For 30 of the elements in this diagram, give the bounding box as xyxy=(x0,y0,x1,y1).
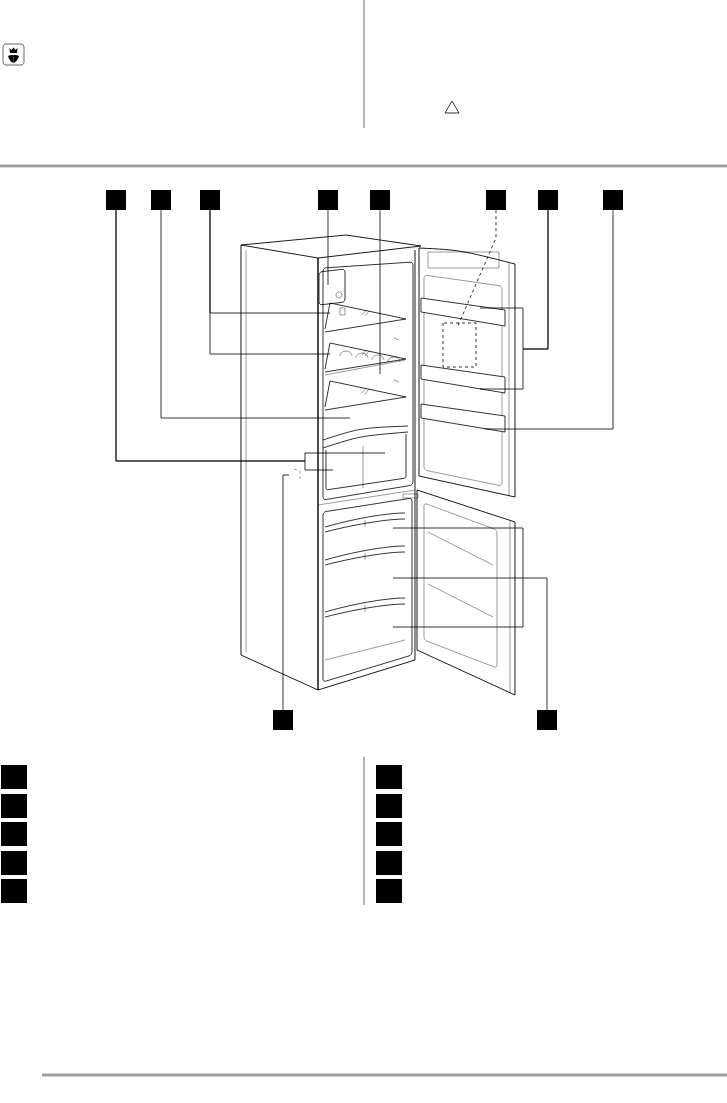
callout-square xyxy=(376,794,402,818)
leader-line xyxy=(327,209,329,286)
leader-line xyxy=(115,209,334,471)
callout-square xyxy=(151,190,171,210)
leader-line xyxy=(456,209,497,329)
callout-square xyxy=(1,822,27,846)
callout-square xyxy=(486,190,506,210)
leader-line xyxy=(392,577,548,711)
leader-line xyxy=(479,209,549,390)
callout-square xyxy=(273,710,293,730)
callout-square xyxy=(200,190,220,210)
callout-square xyxy=(318,190,338,210)
leader-line xyxy=(484,209,614,430)
leader-line xyxy=(209,209,331,355)
callout-square xyxy=(1,851,27,875)
callout-square xyxy=(1,794,27,818)
leader-line xyxy=(282,474,290,711)
callout-square xyxy=(106,190,126,210)
callout-square xyxy=(376,765,402,789)
callout-square xyxy=(1,879,27,903)
callout-square xyxy=(370,190,390,210)
callout-square xyxy=(376,879,402,903)
leader-line xyxy=(160,209,351,419)
callout-square xyxy=(537,710,557,730)
callout-square xyxy=(603,190,623,210)
callout-square xyxy=(376,822,402,846)
callout-square xyxy=(538,190,558,210)
leader-line xyxy=(379,209,381,375)
callout-square xyxy=(376,851,402,875)
callout-square xyxy=(1,765,27,789)
